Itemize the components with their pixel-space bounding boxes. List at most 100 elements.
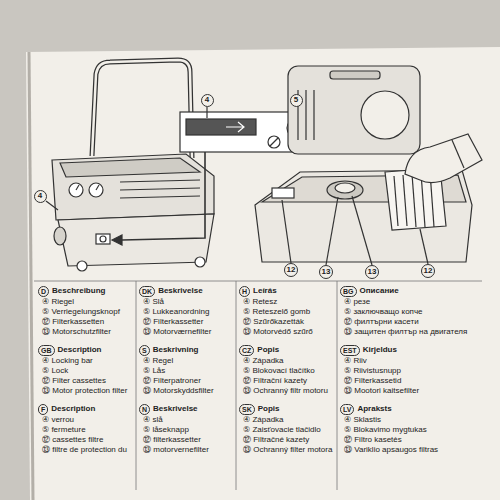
legend-section: ESTKirjeldus④ Riiv⑤ Riivistusnupp⑫ Filte… (340, 344, 480, 396)
legend-section: SKPopis④ Západka⑤ Zaisťovacie tlačidlo⑫ … (239, 403, 333, 455)
legend-column: DKBeskrivelse④ Slå⑤ Lukkeanordning⑫ Filt… (139, 285, 232, 462)
legend-item: ⑫ Filterkassetid (340, 376, 480, 386)
legend-item: ⑬ Motorschutzfilter (38, 327, 132, 337)
legend-section: BGОписание④ резе⑤ заключващо копче⑫ филт… (340, 285, 480, 337)
legend-item: ⑫ Filterkassetter (139, 317, 232, 327)
language-code: BG (340, 286, 357, 297)
legend-item: ④ Slå (139, 297, 232, 307)
legend-item: ⑬ Motorvédő szűrő (239, 327, 333, 337)
legend-item: ⑬ Motorværnefilter (139, 327, 232, 337)
language-code: F (38, 404, 48, 415)
callout-text: 12 (424, 267, 433, 275)
legend-item: ⑫ Szűrőkazetták (239, 317, 333, 327)
language-code: GB (38, 345, 55, 356)
language-badge: LVApraksts (340, 403, 480, 415)
legend-item: ⑬ Ochranný filter motora (239, 445, 333, 455)
section-heading: Description (51, 404, 95, 414)
legend-item: ⑫ cassettes filtre (38, 435, 132, 445)
legend-section: LVApraksts④ Sklastis⑤ Blokavimo mygtukas… (340, 403, 480, 455)
language-badge: HLeírás (239, 285, 333, 297)
callout-text: 13 (368, 268, 377, 276)
section-heading: Beskrivning (153, 345, 199, 355)
legend-item: ④ Regel (139, 356, 232, 366)
language-code: H (239, 286, 250, 297)
callout-number: 12 (421, 264, 435, 278)
legend-item: ⑤ Riivistusnupp (340, 366, 480, 376)
legend-item: ⑤ заключващо копче (340, 307, 480, 317)
legend-item: ⑤ Blokovací tlačítko (239, 366, 333, 376)
legend-column: DBeschreibung④ Riegel⑤ Verriegelungsknop… (38, 285, 132, 462)
legend-item: ⑬ Motorskyddsfilter (139, 386, 232, 396)
section-heading: Leírás (253, 286, 277, 296)
callout-number: 4 (201, 94, 214, 107)
legend-item: ⑤ Blokavimo mygtukas (340, 425, 480, 435)
callout-number: 4 (34, 190, 47, 203)
legend-item: ⑬ Variklio apsaugos filtras (340, 445, 480, 455)
legend-item: ⑤ Reteszelő gomb (239, 307, 333, 317)
legend-item: ④ Retesz (239, 297, 333, 307)
callout-text: 4 (38, 192, 42, 200)
language-badge: DBeschreibung (38, 285, 132, 297)
legend-item: ⑬ motorvernefilter (139, 445, 232, 455)
legend-item: ④ slå (139, 415, 232, 425)
legend-item: ④ Riegel (38, 297, 132, 307)
legend-item: ⑫ Filter cassettes (38, 376, 132, 386)
callout-text: 13 (322, 268, 331, 276)
callout-text: 12 (287, 266, 296, 274)
section-heading: Beschreibung (52, 286, 105, 296)
legend-item: ⑤ Lukkeanordning (139, 307, 232, 317)
section-heading: Popis (258, 404, 280, 414)
section-heading: Apraksts (357, 404, 391, 414)
legend-item: ⑤ fermeture (38, 425, 132, 435)
language-code: S (139, 345, 150, 356)
legend-column: BGОписание④ резе⑤ заключващо копче⑫ филт… (340, 285, 480, 462)
legend-item: ⑫ filterkassetter (139, 435, 232, 445)
legend-section: GBDescription④ Locking bar⑤ Lock⑫ Filter… (38, 344, 132, 396)
language-badge: DKBeskrivelse (139, 285, 232, 297)
legend-section: FDescription④ verrou⑤ fermeture⑫ cassett… (38, 403, 132, 455)
language-badge: ESTKirjeldus (340, 344, 480, 356)
language-code: EST (340, 345, 360, 356)
legend-item: ④ Sklastis (340, 415, 480, 425)
legend-column: HLeírás④ Retesz⑤ Reteszelő gomb⑫ Szűrőka… (239, 285, 333, 462)
language-badge: SKPopis (239, 403, 333, 415)
legend-item: ⑫ филтърни касети (340, 317, 480, 327)
legend-item: ④ Riiv (340, 356, 480, 366)
language-badge: SBeskrivning (139, 344, 232, 356)
language-code: DK (139, 286, 155, 297)
callout-number: 13 (365, 265, 379, 279)
legend-item: ④ Locking bar (38, 356, 132, 366)
language-badge: NBeskrivelse (139, 403, 232, 415)
language-code: CZ (239, 345, 254, 356)
legend-item: ④ Západka (239, 356, 333, 366)
legend-section: HLeírás④ Retesz⑤ Reteszelő gomb⑫ Szűrőka… (239, 285, 333, 337)
legend-item: ⑫ Filtrační kazety (239, 376, 333, 386)
legend-item: ⑬ filtre de protection du (38, 445, 132, 455)
legend-item: ⑬ защитен филтър на двигателя (340, 327, 480, 337)
legend-item: ⑫ Filterkassetten (38, 317, 132, 327)
legend-section: CZPopis④ Západka⑤ Blokovací tlačítko⑫ Fi… (239, 344, 333, 396)
legend-item: ⑫ Filtro kasetės (340, 435, 480, 445)
language-code: LV (340, 404, 354, 415)
legend-section: DKBeskrivelse④ Slå⑤ Lukkeanordning⑫ Filt… (139, 285, 232, 337)
section-heading: Beskrivelse (158, 286, 202, 296)
callout-text: 4 (205, 96, 209, 104)
callout-number: 5 (290, 94, 303, 107)
legend-section: SBeskrivning④ Regel⑤ Lås⑫ Filterpatroner… (139, 344, 232, 396)
legend-item: ⑫ Filtračné kazety (239, 435, 333, 445)
legend-item: ④ Západka (239, 415, 333, 425)
language-badge: BGОписание (340, 285, 480, 297)
legend-item: ⑤ Lås (139, 366, 232, 376)
legend-item: ⑤ Verriegelungsknopf (38, 307, 132, 317)
section-heading: Popis (257, 345, 279, 355)
section-heading: Kirjeldus (363, 345, 397, 355)
section-heading: Description (58, 345, 102, 355)
legend-section: DBeschreibung④ Riegel⑤ Verriegelungsknop… (38, 285, 132, 337)
legend-item: ④ verrou (38, 415, 132, 425)
legend-item: ⑬ Mootori kaitsefilter (340, 386, 480, 396)
callout-number: 12 (284, 263, 298, 277)
language-code: N (139, 404, 150, 415)
legend-item: ⑤ Zaisťovacie tlačidlo (239, 425, 333, 435)
language-code: SK (239, 404, 255, 415)
legend-section: NBeskrivelse④ slå⑤ låseknapp⑫ filterkass… (139, 403, 232, 455)
